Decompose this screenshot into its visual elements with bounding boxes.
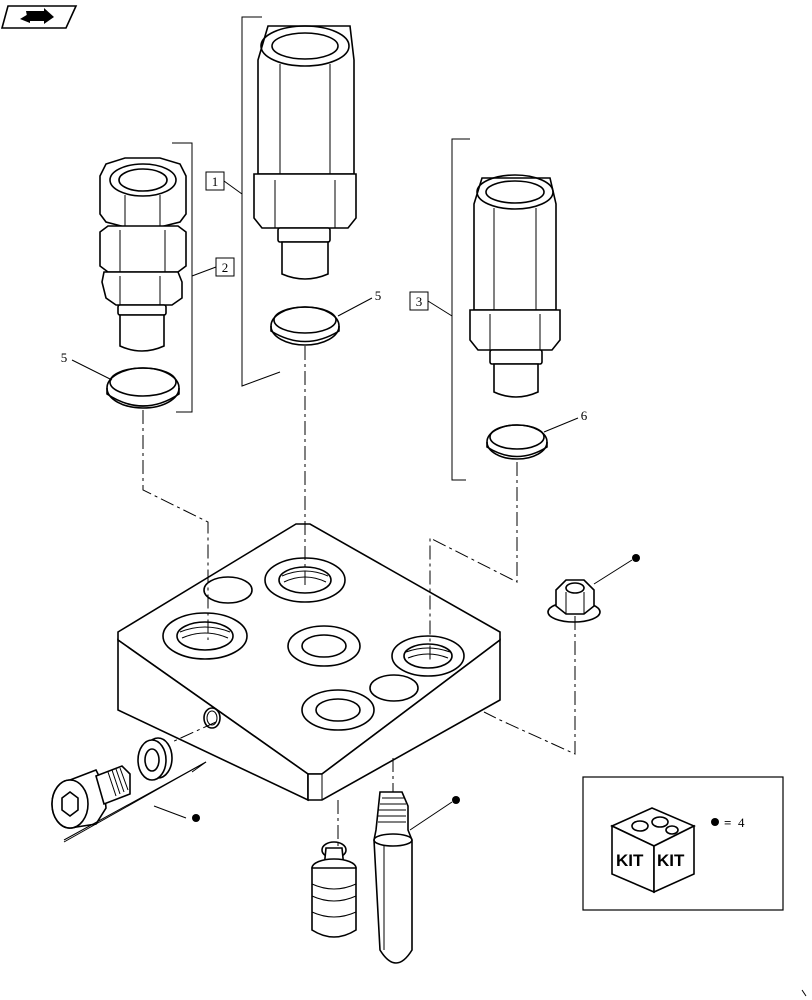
svg-text:KIT: KIT bbox=[657, 851, 685, 870]
svg-text:4: 4 bbox=[738, 815, 745, 830]
kit-box-icon: KIT KIT bbox=[610, 807, 696, 894]
kit-bullet-plug bbox=[192, 814, 200, 822]
group-bracket-2 bbox=[172, 142, 193, 413]
sealing-washer bbox=[137, 737, 173, 781]
valve-cartridge-3 bbox=[469, 174, 561, 398]
leader-nut bbox=[593, 559, 633, 585]
svg-text:3: 3 bbox=[416, 294, 423, 309]
o-ring-5-left bbox=[106, 367, 180, 409]
valve-cartridge-1 bbox=[253, 25, 357, 280]
o-ring-6 bbox=[486, 424, 548, 460]
leader-plug bbox=[153, 805, 187, 819]
valve-spool-pin bbox=[373, 791, 413, 964]
svg-text:6: 6 bbox=[581, 408, 588, 423]
callout-3: 3 bbox=[409, 291, 453, 317]
svg-text:=: = bbox=[724, 815, 731, 830]
svg-text:KIT: KIT bbox=[616, 851, 644, 870]
svg-text:5: 5 bbox=[375, 288, 382, 303]
callout-2: 2 bbox=[191, 257, 235, 277]
svg-text:2: 2 bbox=[222, 260, 229, 275]
manifold-block bbox=[117, 523, 501, 802]
assembly-center-lines bbox=[142, 346, 576, 846]
kit-bullet-pin bbox=[452, 796, 460, 804]
leader-pin bbox=[409, 801, 453, 831]
plug-screw bbox=[51, 765, 131, 829]
callout-6: 6 bbox=[543, 408, 588, 433]
check-valve-plug bbox=[311, 841, 357, 938]
kit-legend-box: KIT KIT = 4 bbox=[582, 776, 784, 911]
kit-bullet-nut bbox=[632, 554, 640, 562]
o-ring-5-center bbox=[270, 306, 340, 346]
callout-1: 1 bbox=[205, 171, 243, 195]
flange-nut bbox=[547, 579, 601, 623]
group-bracket-1 bbox=[241, 16, 281, 387]
valve-cartridge-2 bbox=[99, 157, 187, 352]
svg-text:1: 1 bbox=[212, 174, 219, 189]
kit-legend-bullet bbox=[711, 818, 719, 826]
callout-5-center: 5 bbox=[337, 288, 382, 317]
svg-text:5: 5 bbox=[61, 350, 68, 365]
callout-5-left: 5 bbox=[61, 350, 113, 381]
navigation-icon[interactable] bbox=[0, 5, 78, 29]
corner-mark bbox=[801, 989, 807, 997]
group-bracket-3 bbox=[451, 138, 470, 481]
